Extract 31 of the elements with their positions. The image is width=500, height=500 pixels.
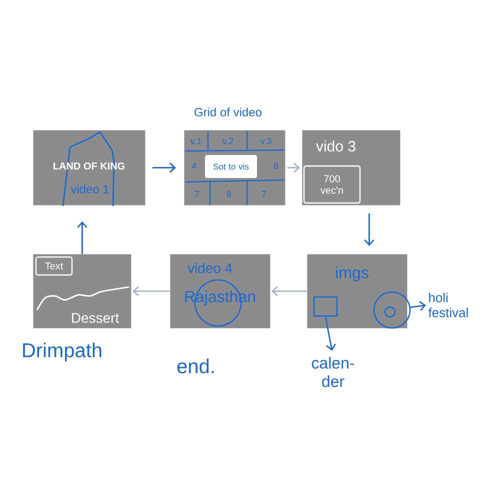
grid-label: 8 <box>226 190 232 198</box>
grid-label: 6 <box>274 162 278 170</box>
leader-label: calen- der <box>312 356 354 388</box>
grid-label: v.2 <box>222 138 234 144</box>
screen-title: Dessert <box>72 313 120 323</box>
screen-title: imgs <box>336 266 368 282</box>
screen-subtitle: video 1 <box>70 184 109 194</box>
text-box: 700 vec'n <box>303 165 361 204</box>
screen-title: vido 3 <box>316 140 356 152</box>
arrow <box>271 286 307 296</box>
leader-label: holi festival <box>428 292 468 318</box>
arrow <box>410 300 426 311</box>
screen-title: video 4 <box>187 262 232 274</box>
grid-label: 7 <box>262 190 266 198</box>
arrow <box>364 213 374 246</box>
note-text: end. <box>177 358 214 374</box>
note-box: Sot to vis <box>205 155 257 178</box>
arrow <box>132 286 170 296</box>
note-text: Drimpath <box>23 342 102 362</box>
arrow <box>152 162 176 173</box>
arrow <box>324 316 336 351</box>
tag-box: Text <box>35 256 73 276</box>
grid-heading: Grid of video <box>194 108 262 116</box>
grid-label: 4 <box>192 162 196 170</box>
arrow <box>77 221 88 254</box>
square-shape <box>313 296 338 317</box>
grid-label: 7 <box>194 190 200 198</box>
grid-label: v.3 <box>260 138 272 144</box>
grid-label: v.1 <box>190 138 202 144</box>
arrow <box>287 162 300 173</box>
target-circle <box>373 291 411 329</box>
